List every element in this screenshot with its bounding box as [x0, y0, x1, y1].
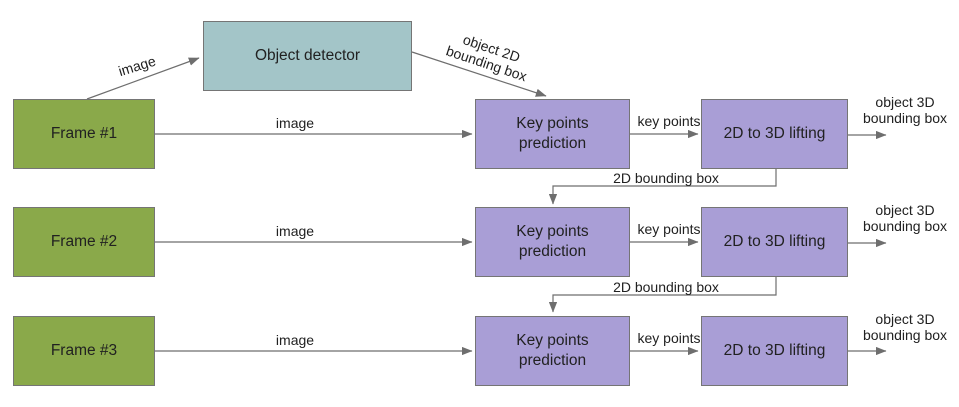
label-object-3d-line2: bounding box: [862, 327, 948, 343]
node-keypoints-prediction-3: Key points prediction: [475, 316, 630, 386]
label-object-3d-bounding-box-row3: object 3D bounding box: [863, 311, 947, 343]
label-object-3d-line1: object 3D: [875, 310, 935, 327]
label-object-3d-line2: bounding box: [862, 218, 948, 234]
node-keypoints-prediction-1: Key points prediction: [475, 99, 630, 169]
node-frame-1: Frame #1: [13, 99, 155, 169]
node-2d-to-3d-lifting-1: 2D to 3D lifting: [701, 99, 848, 169]
label-key-points-row1: key points: [637, 112, 701, 129]
label-object-3d-line2: bounding box: [862, 110, 948, 126]
node-frame-3: Frame #3: [13, 316, 155, 386]
label-object-3d-bounding-box-row1: object 3D bounding box: [863, 94, 947, 126]
label-2d-bounding-box-row1: 2D bounding box: [613, 169, 719, 186]
edge-detector-to-keypoints1: [411, 51, 547, 97]
node-2d-to-3d-lifting-2: 2D to 3D lifting: [701, 207, 848, 277]
node-object-detector: Object detector: [203, 21, 412, 91]
node-keypoints-prediction-2: Key points prediction: [475, 207, 630, 277]
label-image-row3: image: [275, 331, 315, 348]
edge-lifting2-to-keypoints3: [548, 277, 777, 313]
label-key-points-row3: key points: [637, 329, 701, 346]
edge-frame1-to-detector: [86, 57, 200, 100]
label-key-points-row2: key points: [637, 220, 701, 237]
label-object-3d-bounding-box-row2: object 3D bounding box: [863, 202, 947, 234]
label-image-row2: image: [275, 222, 315, 239]
label-object-3d-line1: object 3D: [875, 93, 935, 110]
edge-lifting1-to-keypoints2: [548, 169, 777, 205]
label-2d-bounding-box-row2: 2D bounding box: [613, 278, 719, 295]
label-image-row1: image: [275, 114, 315, 131]
node-2d-to-3d-lifting-3: 2D to 3D lifting: [701, 316, 848, 386]
node-frame-2: Frame #2: [13, 207, 155, 277]
label-object-3d-line1: object 3D: [875, 201, 935, 218]
